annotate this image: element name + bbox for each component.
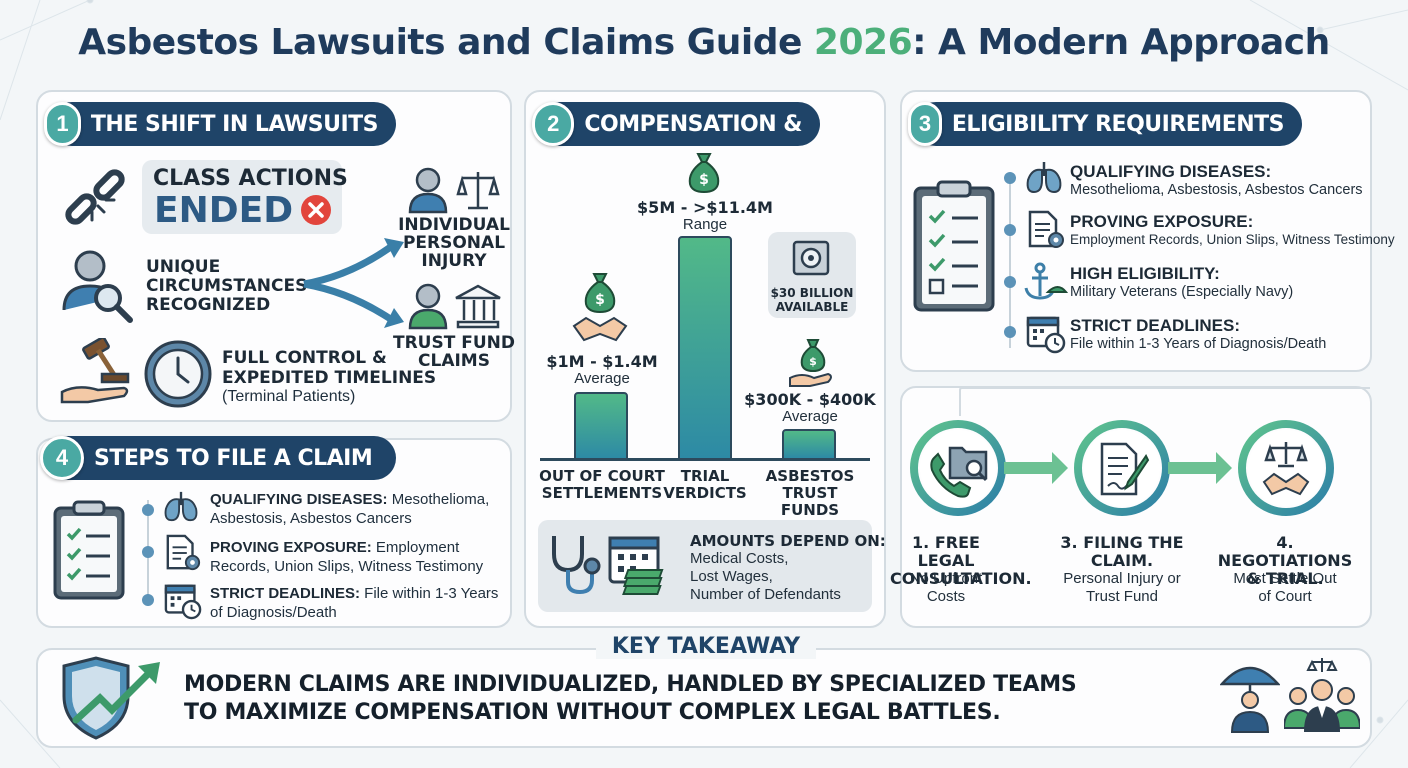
section-number: 2 — [532, 102, 575, 146]
clock-icon — [144, 340, 212, 408]
step-item-1: QUALIFYING DISEASES: Mesothelioma, Asbes… — [210, 491, 490, 527]
scales-handshake-icon — [1262, 442, 1310, 496]
step-4-title: 4. NEGOTIATIONS& TRIAL. — [1217, 533, 1353, 588]
section-1-heading: 1 THE SHIFT IN LAWSUITS — [44, 102, 396, 146]
step-dot — [142, 594, 154, 606]
safe-icon — [792, 240, 830, 276]
oocs-value: $1M - $1.4M — [546, 352, 658, 371]
page-title: Asbestos Lawsuits and Claims Guide 2026:… — [78, 22, 1330, 63]
section-2-heading: 2 COMPENSATION & — [532, 102, 820, 146]
gavel-hand-icon — [60, 338, 130, 404]
section-number: 3 — [908, 102, 942, 146]
amounts-depend-title: AMOUNTS DEPEND ON: — [690, 532, 886, 550]
oocs-sub: Average — [574, 370, 630, 387]
step-item-2: PROVING EXPOSURE: Employment Records, Un… — [210, 539, 484, 575]
step-item-3: STRICT DEADLINES: File within 1-3 Years … — [210, 585, 499, 621]
full-control-text: FULL CONTROL &EXPEDITED TIMELINES — [222, 348, 437, 388]
takeaway-line-2: TO MAXIMIZE COMPENSATION WITHOUT COMPLEX… — [184, 700, 1001, 725]
panel-key-takeaway — [36, 648, 1372, 748]
amounts-depend-list: Medical Costs,Lost Wages,Number of Defen… — [690, 550, 841, 603]
bar-trust-funds — [782, 429, 836, 460]
legal-team-icon — [1284, 658, 1360, 732]
section-4-heading: 4 STEPS TO FILE A CLAIM — [40, 436, 396, 480]
trust-value: $300K - $400K — [744, 390, 876, 409]
lungs-icon — [1026, 162, 1062, 194]
document-gear-icon — [1028, 210, 1064, 248]
eligibility-body-1: Mesothelioma, Asbestosis, Asbestos Cance… — [1070, 182, 1363, 198]
document-gear-icon — [166, 534, 201, 571]
section-number: 4 — [40, 436, 84, 480]
class-actions-label: CLASS ACTIONS — [153, 166, 348, 191]
stethoscope-icon — [552, 536, 601, 595]
svg-text:$: $ — [809, 355, 817, 368]
money-hand-icon: $ — [789, 339, 832, 387]
lungs-icon — [164, 491, 198, 522]
eligibility-row — [1004, 224, 1016, 236]
person-bank-icon — [408, 283, 501, 330]
bar-out-of-court — [574, 392, 628, 460]
eligibility-body-4: File within 1-3 Years of Diagnosis/Death — [1070, 336, 1327, 352]
step-dot — [142, 504, 154, 516]
step-dot — [142, 546, 154, 558]
calendar-money-icon — [608, 536, 664, 595]
person-search-icon — [62, 250, 133, 323]
chart-baseline — [540, 458, 870, 461]
eligibility-title-1: QUALIFYING DISEASES: — [1070, 162, 1272, 181]
shield-growth-icon — [62, 656, 160, 740]
trial-sub: Range — [682, 216, 728, 233]
compensation-chart — [540, 150, 876, 460]
eligibility-title-2: PROVING EXPOSURE: — [1070, 212, 1254, 231]
eligibility-title-3: HIGH ELIGIBILITY: — [1070, 264, 1220, 283]
section-number: 1 — [44, 102, 81, 146]
svg-text:$: $ — [595, 292, 605, 308]
section-3-heading: 3 ELIGIBILITY REQUIREMENTS — [908, 102, 1302, 146]
svg-text:$: $ — [699, 172, 709, 188]
document-pen-icon — [1100, 442, 1150, 496]
trust-sub: Average — [782, 408, 838, 425]
timeline-line — [1009, 178, 1011, 348]
clipboard-checklist-icon — [913, 180, 995, 312]
calendar-clock-icon — [1026, 316, 1066, 354]
person-scales-icon — [408, 167, 500, 214]
bar-trial-verdicts — [678, 236, 732, 460]
eligibility-row — [1004, 172, 1016, 184]
close-x-icon — [301, 195, 331, 225]
eligibility-body-2: Employment Records, Union Slips, Witness… — [1070, 232, 1395, 247]
broken-chain-icon — [65, 169, 125, 225]
eligibility-row — [1004, 326, 1016, 338]
clipboard-checklist-icon — [53, 500, 125, 600]
ended-label: ENDED — [154, 190, 294, 231]
umbrella-person-icon — [1220, 666, 1280, 733]
money-handshake-icon: $ — [572, 273, 628, 342]
money-bag-icon: $ — [688, 153, 720, 194]
calendar-clock-icon — [164, 584, 202, 620]
phone-folder-icon — [930, 446, 988, 498]
eligibility-row — [1004, 276, 1016, 288]
split-arrows — [303, 238, 404, 328]
anchor-icon — [1024, 262, 1068, 300]
terminal-patients-text: (Terminal Patients) — [222, 388, 356, 405]
key-takeaway-heading: KEY TAKEAWAY — [596, 634, 816, 659]
eligibility-body-3: Military Veterans (Especially Navy) — [1070, 284, 1294, 300]
trial-value: $5M - >$11.4M — [637, 198, 773, 217]
eligibility-title-4: STRICT DEADLINES: — [1070, 316, 1240, 335]
takeaway-line-1: MODERN CLAIMS ARE INDIVIDUALIZED, HANDLE… — [184, 672, 1077, 697]
